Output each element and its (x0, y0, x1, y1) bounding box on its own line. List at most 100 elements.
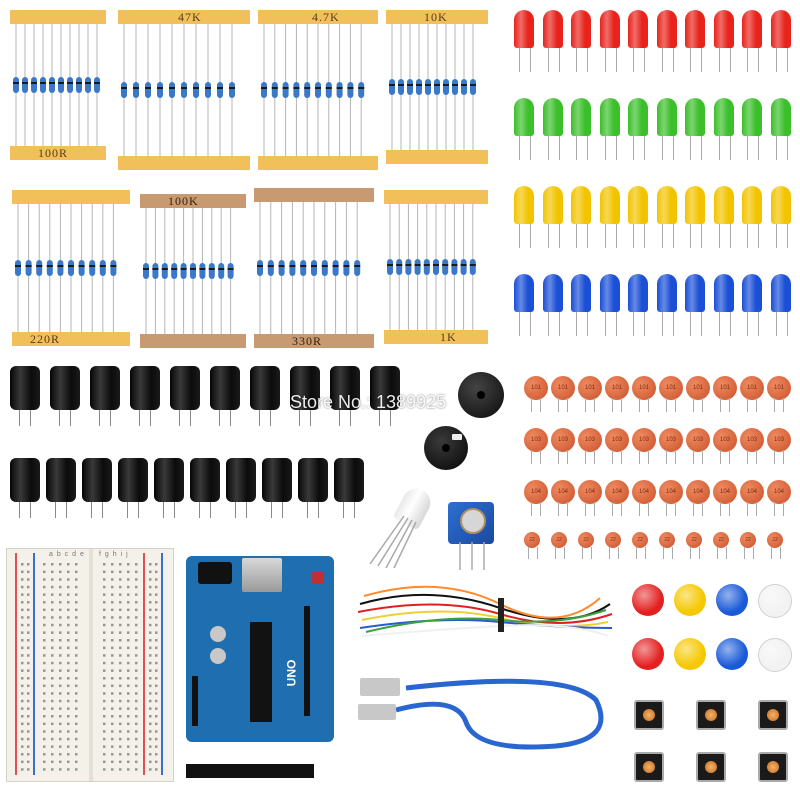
arduino-label: UNO (284, 659, 299, 687)
resistor-tape-top (10, 10, 106, 24)
ceramic-capacitor: 104 (551, 480, 575, 516)
tactile-switch (634, 700, 664, 730)
breadboard-column-labels-left: a b c d e (49, 551, 85, 558)
led (514, 274, 534, 336)
resistor-label-330r: 330R (292, 334, 323, 348)
ceramic-capacitor: 22 (686, 532, 702, 559)
led (685, 10, 705, 72)
ceramic-capacitor: 104 (524, 480, 548, 516)
resistor-label-47k: 47K (178, 10, 202, 24)
store-watermark: Store No.: 1389925 (290, 392, 447, 412)
electrolytic-capacitor (190, 458, 220, 518)
button-cap (716, 638, 748, 670)
led (514, 10, 534, 72)
electrolytic-capacitor (226, 458, 256, 518)
electrolytic-capacitor (10, 458, 40, 518)
led (628, 10, 648, 72)
led (713, 186, 734, 248)
arduino-uno-board: UNO (186, 556, 334, 742)
led (542, 10, 563, 72)
ceramic-capacitor: 22 (632, 532, 648, 559)
led (571, 98, 591, 160)
led (770, 274, 791, 336)
resistor-label-4-7k: 4.7K (312, 10, 340, 24)
ceramic-capacitor: 22 (578, 532, 594, 559)
tactile-switch (758, 752, 788, 782)
led (542, 186, 563, 248)
resistor-tape-top (258, 10, 378, 24)
electrolytic-capacitor (90, 366, 120, 426)
resistor-label-100r: 100R (38, 146, 69, 160)
led (571, 274, 591, 336)
ceramic-capacitor: 101 (767, 376, 791, 412)
resistor-tape-bottom (254, 334, 374, 348)
resistor-tape-bottom (140, 334, 246, 348)
jumper-wire-bundle (357, 585, 613, 637)
led (656, 10, 677, 72)
rgb-led-legs (369, 515, 417, 569)
ceramic-capacitor: 22 (713, 532, 729, 559)
resistor-label-10k: 10K (424, 10, 448, 24)
led (685, 98, 705, 160)
resistor-tape-top (140, 194, 246, 208)
passive-buzzer (458, 372, 504, 418)
led (742, 98, 762, 160)
resistor-label-100k: 100K (168, 194, 199, 208)
electrolytic-capacitor (330, 366, 360, 426)
ceramic-capacitor: 103 (551, 428, 575, 464)
led (656, 274, 677, 336)
resistor-tape-top (386, 10, 488, 24)
electrolytic-capacitor (10, 366, 40, 426)
trimmer-potentiometer (448, 502, 494, 544)
ceramic-capacitor: 101 (686, 376, 710, 412)
electrolytic-capacitor (370, 366, 400, 426)
led (713, 274, 734, 336)
resistor-tape-bottom (12, 332, 130, 346)
ceramic-capacitor: 101 (713, 376, 737, 412)
electrolytic-capacitor (262, 458, 292, 518)
ceramic-capacitor: 22 (551, 532, 567, 559)
ceramic-capacitor: 101 (740, 376, 764, 412)
ceramic-capacitor: 104 (740, 480, 764, 516)
button-cap (674, 638, 706, 670)
electrolytic-capacitor (298, 458, 328, 518)
led (628, 186, 648, 248)
led (542, 274, 563, 336)
ceramic-capacitor: 22 (524, 532, 540, 559)
resistor-leads (13, 24, 476, 334)
led (599, 10, 620, 72)
led (628, 98, 648, 160)
ceramic-capacitor: 103 (686, 428, 710, 464)
led (571, 186, 591, 248)
resistor-label-1k: 1K (440, 330, 457, 344)
led (770, 10, 791, 72)
ceramic-capacitor: 22 (605, 532, 621, 559)
electrolytic-capacitor (82, 458, 112, 518)
ceramic-capacitor: 101 (605, 376, 629, 412)
ceramic-capacitor: 104 (713, 480, 737, 516)
led (713, 98, 734, 160)
ceramic-capacitor: 101 (578, 376, 602, 412)
breadboard: a b c d e f g h i j (6, 548, 174, 782)
led (599, 274, 620, 336)
potentiometer-legs (459, 542, 485, 570)
ceramic-capacitor: 103 (659, 428, 683, 464)
ceramic-capacitor: 103 (713, 428, 737, 464)
ceramic-capacitor: 101 (659, 376, 683, 412)
tactile-switch (696, 752, 726, 782)
ceramic-capacitor: 101 (632, 376, 656, 412)
led (656, 98, 677, 160)
button-cap (674, 584, 706, 616)
ceramic-capacitor: 101 (524, 376, 548, 412)
led (742, 10, 762, 72)
active-buzzer (424, 426, 468, 470)
led (713, 10, 734, 72)
led (656, 186, 677, 248)
led (742, 186, 762, 248)
ceramic-capacitor: 104 (632, 480, 656, 516)
electrolytic-capacitor (46, 458, 76, 518)
button-cap (632, 584, 664, 616)
electrolytic-capacitor (290, 366, 320, 426)
ceramic-capacitor: 104 (686, 480, 710, 516)
resistor-tape-bottom (386, 150, 488, 164)
